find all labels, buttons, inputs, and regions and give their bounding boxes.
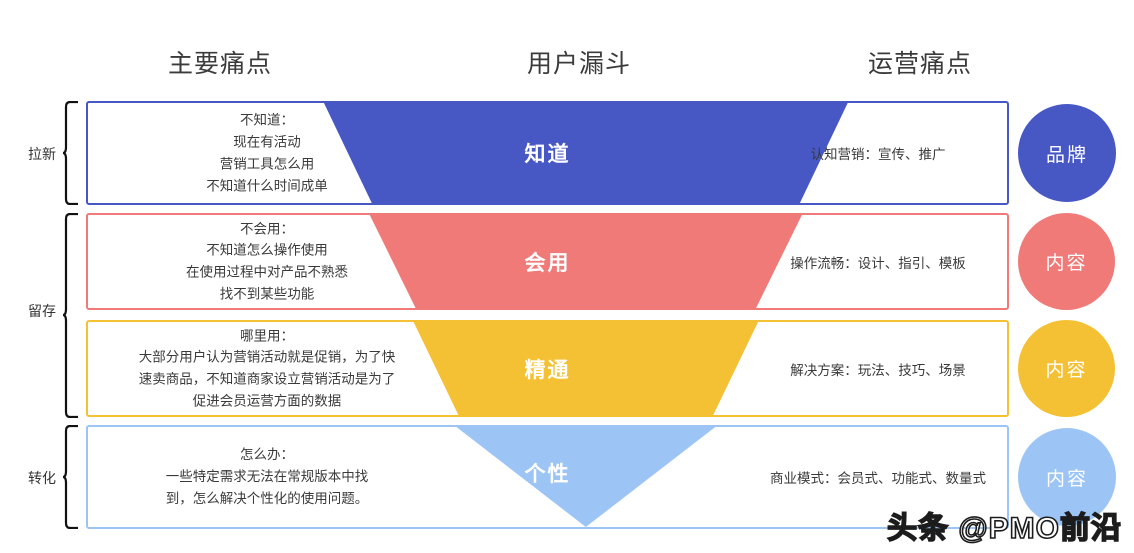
- ops-text-personalized: 商业模式：会员式、功能式、数量式: [770, 471, 986, 486]
- funnel-band-usable: [88, 215, 1007, 308]
- group-label-acquisition: 拉新: [28, 146, 56, 162]
- pain-text-proficient: 哪里用： 大部分用户认为营销活动就是促销，为了快 速卖商品，不知道商家设立营销活…: [138, 327, 396, 409]
- watermark: 头条 @PMO前沿: [886, 511, 1122, 546]
- ops-text-awareness: 认知营销：宣传、推广: [810, 147, 946, 162]
- funnel-row-proficient[interactable]: 哪里用： 大部分用户认为营销活动就是促销，为了快 速卖商品，不知道商家设立营销活…: [86, 320, 1009, 417]
- funnel-row-personalized[interactable]: 怎么办： 一些特定需求无法在常规版本中找 到，怎么解决个性化的使用问题。 个性 …: [86, 425, 1009, 529]
- funnel-row-inner: 哪里用： 大部分用户认为营销活动就是促销，为了快 速卖商品，不知道商家设立营销活…: [88, 322, 1007, 415]
- funnel-row-inner: 不知道： 现在有活动 营销工具怎么用 不知道什么时间成单 知道 认知营销：宣传、…: [88, 103, 1007, 203]
- outcome-circle-content-proficient[interactable]: 内容: [1018, 320, 1115, 417]
- outcome-circle-label: 内容: [1045, 360, 1088, 381]
- ops-text-usable: 操作流畅：设计、指引、模板: [790, 255, 966, 271]
- group-label-conversion: 转化: [28, 470, 56, 486]
- brace-retention: [62, 213, 80, 418]
- column-header-ops-pain-points: 运营痛点: [868, 50, 973, 78]
- pain-text-awareness: 不知道： 现在有活动 营销工具怎么用 不知道什么时间成单: [206, 112, 328, 193]
- outcome-circle-content-usable[interactable]: 内容: [1018, 213, 1115, 310]
- funnel-band-personalized: [88, 427, 1007, 527]
- outcome-circle-label: 品牌: [1045, 144, 1088, 166]
- pain-text-personalized: 怎么办： 一些特定需求无法在常规版本中找 到，怎么解决个性化的使用问题。: [165, 447, 369, 506]
- column-header-user-funnel: 用户漏斗: [527, 50, 632, 78]
- ops-text-proficient: 解决方案：玩法、技巧、场景: [790, 362, 966, 378]
- outcome-circle-brand[interactable]: 品牌: [1018, 104, 1116, 202]
- brace-conversion: [62, 425, 80, 529]
- funnel-row-usable[interactable]: 不会用： 不知道怎么操作使用 在使用过程中对产品不熟悉 找不到某些功能 会用 操…: [86, 213, 1009, 310]
- funnel-row-inner: 怎么办： 一些特定需求无法在常规版本中找 到，怎么解决个性化的使用问题。 个性 …: [88, 427, 1007, 527]
- column-header-pain-points: 主要痛点: [168, 50, 273, 78]
- group-label-retention: 留存: [28, 303, 56, 319]
- outcome-circle-label: 内容: [1045, 468, 1088, 490]
- outcome-circle-label: 内容: [1045, 253, 1088, 274]
- brace-acquisition: [62, 101, 80, 205]
- funnel-band-proficient: [88, 322, 1007, 415]
- funnel-band-awareness: [88, 103, 1007, 203]
- funnel-row-awareness[interactable]: 不知道： 现在有活动 营销工具怎么用 不知道什么时间成单 知道 认知营销：宣传、…: [86, 101, 1009, 205]
- funnel-row-inner: 不会用： 不知道怎么操作使用 在使用过程中对产品不熟悉 找不到某些功能 会用 操…: [88, 215, 1007, 308]
- pain-text-usable: 不会用： 不知道怎么操作使用 在使用过程中对产品不熟悉 找不到某些功能: [186, 220, 348, 302]
- outcome-circle-content-personalized[interactable]: 内容: [1018, 428, 1116, 526]
